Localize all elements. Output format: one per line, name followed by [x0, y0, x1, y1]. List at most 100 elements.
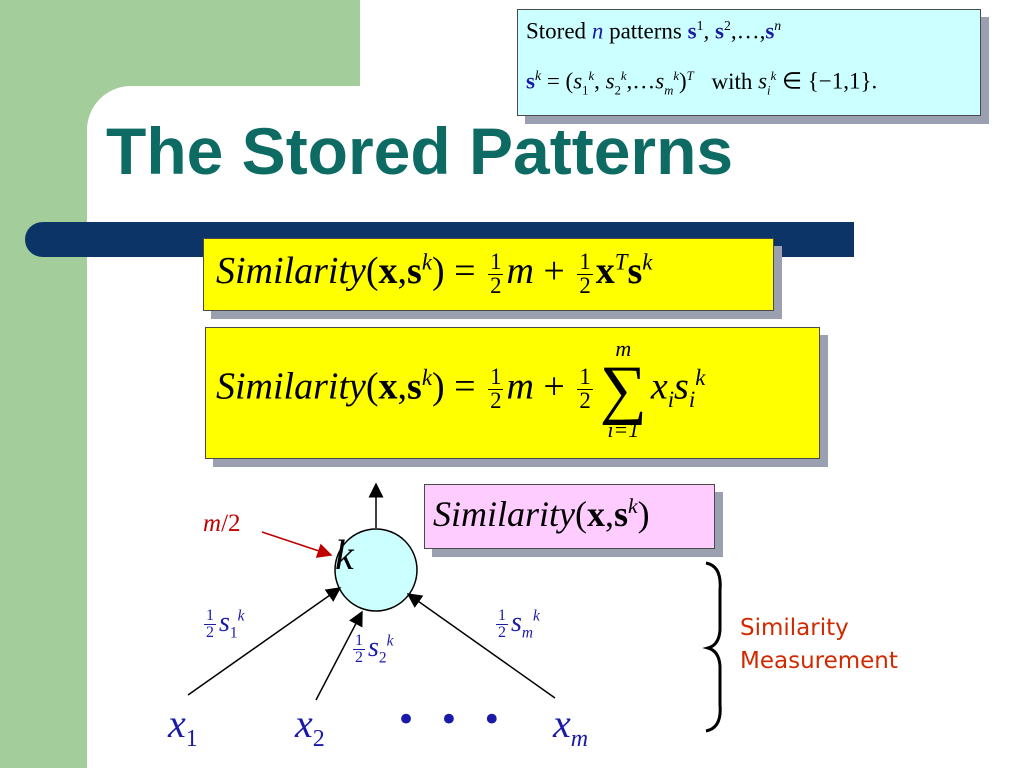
vec-x: x	[378, 250, 398, 292]
var-s: s	[573, 68, 583, 94]
sup-k: k	[534, 68, 542, 83]
summation: m∑i=1	[600, 338, 647, 441]
func-name: Similarity	[216, 250, 366, 292]
input-xm: xm	[553, 700, 588, 753]
sup-k: k	[770, 69, 777, 83]
var-x: x	[295, 701, 313, 746]
sub-1: 1	[185, 726, 198, 752]
sub-m: m	[570, 726, 589, 752]
sub-i: i	[767, 83, 771, 98]
var-s: s	[605, 68, 615, 94]
pattern-definition-line: sk = (s1k, s2k,…smk)T with sik ∈ {−1,1}.	[526, 68, 877, 98]
sub-2: 2	[312, 726, 325, 752]
sub-m: m	[664, 83, 674, 98]
var-x: x	[168, 701, 186, 746]
sub-1: 1	[229, 624, 238, 642]
numerator: 1	[577, 364, 593, 391]
threshold-label: m/2	[203, 510, 241, 538]
numerator: 1	[488, 248, 504, 275]
annotation-line-1: Similarity	[740, 615, 849, 641]
var-s2: s	[714, 18, 724, 44]
sub-m: m	[521, 624, 534, 642]
sup-2: 2	[723, 18, 731, 33]
stored-patterns-box: Stored n patterns s1, s2,…,sn sk = (s1k,…	[517, 9, 981, 116]
slide-title: The Stored Patterns	[106, 114, 734, 188]
numerator: 1	[488, 364, 504, 391]
input-x2: x2	[295, 700, 325, 753]
sup-k: k	[673, 69, 679, 83]
denominator: 2	[498, 624, 506, 642]
denominator: 2	[579, 388, 591, 414]
numerator: 1	[353, 632, 365, 651]
sup-k: k	[628, 494, 638, 518]
node-label-k: k	[335, 533, 354, 579]
similarity-output-box: Similarity(x,sk)	[424, 484, 715, 549]
paren-close-equals: ) =	[431, 250, 486, 292]
comma: ,	[397, 250, 408, 292]
numerator: 1	[577, 248, 593, 275]
sup-T: T	[614, 249, 628, 275]
var-s1: s	[687, 18, 697, 44]
plus: +	[533, 250, 575, 292]
func-name: Similarity	[433, 494, 575, 534]
denominator: 2	[490, 388, 502, 414]
text-stored: Stored	[526, 18, 587, 44]
paren-open: (	[365, 250, 379, 292]
vec-s: s	[614, 494, 629, 534]
sup-k: k	[533, 607, 540, 625]
comma: ,	[605, 494, 614, 534]
ellipsis: ,…,	[730, 18, 766, 44]
input-ellipsis: • • •	[396, 700, 508, 740]
var-s: s	[368, 632, 379, 663]
stored-patterns-line: Stored n patterns s1, s2,…,sn	[526, 18, 781, 45]
sup-1: 1	[696, 18, 704, 33]
var-s: s	[758, 68, 768, 94]
var-s: s	[674, 365, 689, 408]
comma: ,	[594, 68, 606, 94]
var-s: s	[511, 607, 522, 638]
var-sn: s	[765, 18, 775, 44]
denominator: 2	[206, 624, 214, 642]
var-n: n	[591, 18, 604, 44]
vec-s: s	[627, 250, 643, 292]
input-x1: x1	[168, 700, 198, 753]
func-name: Similarity	[216, 365, 366, 408]
annotation-line-2: Measurement	[740, 648, 898, 675]
denominator: 2	[355, 649, 363, 667]
sup-k: k	[421, 249, 432, 275]
vec-x: x	[378, 365, 398, 408]
comma-sep: ,	[703, 18, 715, 44]
similarity-measurement-label: Similarity Measurement	[740, 612, 898, 679]
var-m: m	[506, 365, 534, 408]
sup-k: k	[620, 69, 627, 83]
equals-open: = (	[541, 68, 574, 94]
close-paren: )	[679, 68, 687, 94]
var-x: x	[553, 701, 571, 746]
var-m: m	[203, 510, 222, 537]
var-s: s	[219, 607, 230, 638]
similarity-output-row: Similarity(x,sk)	[433, 493, 650, 535]
sup-T: T	[686, 69, 694, 83]
paren-close: )	[637, 494, 650, 534]
vec-x: x	[587, 494, 605, 534]
membership: ∈ {−1,1}.	[776, 68, 878, 94]
sup-k: k	[642, 249, 653, 275]
denominator: 2	[490, 272, 502, 298]
paren-open: (	[365, 365, 379, 408]
paren-close-equals: ) =	[431, 365, 486, 408]
sub-2: 2	[378, 649, 387, 667]
var-s: s	[655, 68, 665, 94]
text-with: with	[711, 68, 753, 94]
